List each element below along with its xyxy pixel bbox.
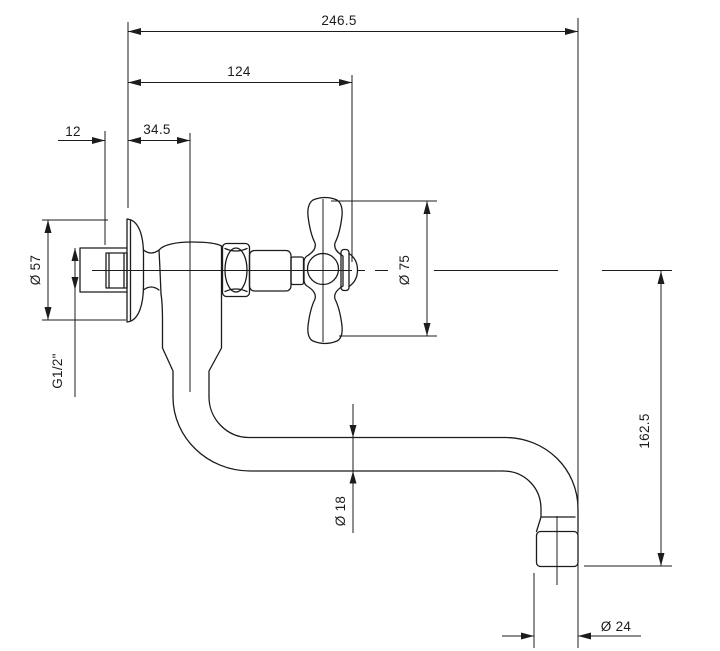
dim-wall-to-tube-axis: 34.5 xyxy=(143,122,170,137)
handle-hub xyxy=(306,252,340,286)
flange-neck-outline xyxy=(142,249,160,291)
valve-body-outline xyxy=(158,241,223,298)
dim-wall-to-handle: 124 xyxy=(227,64,251,79)
dim-overall-depth: 246.5 xyxy=(321,13,356,28)
dimension-labels: 246.5 124 12 34.5 Ø 57 G1/2" Ø 75 162.5 … xyxy=(28,13,652,634)
dim-handle-diameter: Ø 75 xyxy=(397,255,412,285)
handle-cap-base xyxy=(340,248,350,292)
dim-spout-tube-diameter: Ø 18 xyxy=(333,496,348,526)
spout-tube-outline xyxy=(172,396,506,472)
dim-thread-length: 12 xyxy=(65,124,81,139)
extension-lines xyxy=(42,18,672,648)
dim-axis-to-outlet: 162.5 xyxy=(637,413,652,448)
dimension-arrows xyxy=(44,28,665,640)
dim-outlet-diameter: Ø 24 xyxy=(601,619,632,634)
dimension-lines xyxy=(42,18,672,648)
dim-flange-diameter: Ø 57 xyxy=(28,255,43,285)
handle-cap-dome xyxy=(348,252,359,288)
spout-branch-outline xyxy=(160,293,223,398)
bonnet-nut-chamfers xyxy=(224,247,248,293)
wall-flange-outline xyxy=(126,218,145,323)
dim-inlet-thread: G1/2" xyxy=(50,353,65,389)
spout-elbow-outline xyxy=(502,436,579,518)
bonnet-nut-face xyxy=(224,247,248,293)
inlet-nipple-outline xyxy=(79,247,128,293)
handle-outline xyxy=(303,196,344,345)
faucet-outline xyxy=(79,196,579,568)
